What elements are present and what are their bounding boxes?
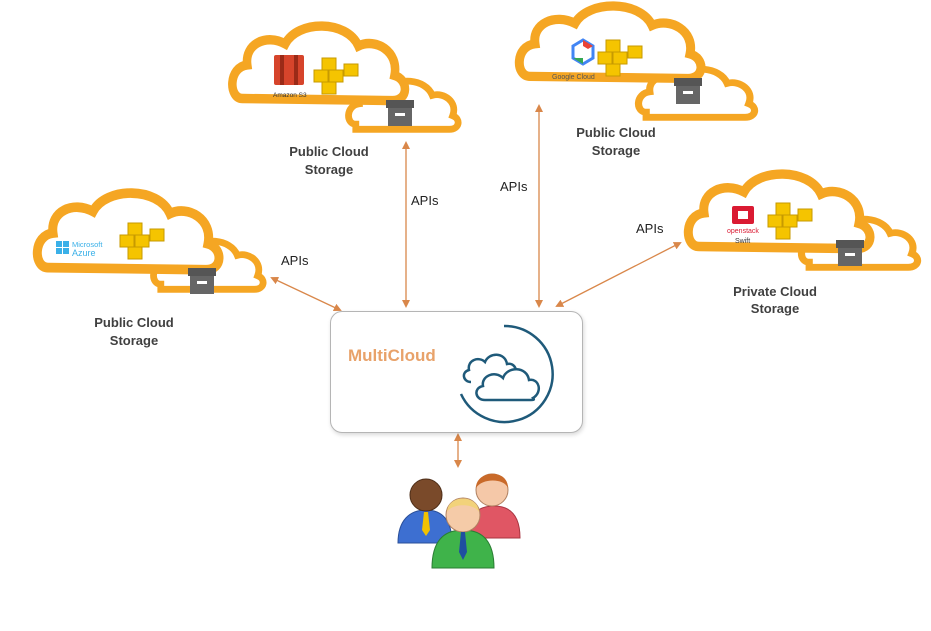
users-group-icon bbox=[397, 473, 521, 569]
label-s3: Public Cloud Storage bbox=[269, 143, 389, 179]
s3-logo-icon bbox=[274, 55, 304, 85]
hub-title: MultiCloud bbox=[348, 346, 436, 365]
label-openstack-line2: Storage bbox=[750, 301, 800, 316]
storage-box-icon bbox=[188, 268, 216, 294]
api-label-google: APIs bbox=[500, 179, 528, 194]
storage-box-icon bbox=[386, 100, 414, 126]
api-label-s3: APIs bbox=[411, 193, 439, 208]
storage-box-icon bbox=[674, 78, 702, 104]
openstack-brand-line1: openstack bbox=[727, 228, 759, 235]
openstack-logo-icon bbox=[732, 206, 754, 224]
multicloud-logo-icon bbox=[459, 324, 554, 424]
label-azure-line2: Storage bbox=[109, 333, 159, 348]
label-azure-line1: Public Cloud bbox=[94, 315, 174, 330]
openstack-brand-line2: Swift bbox=[735, 238, 750, 245]
label-openstack-line1: Private Cloud bbox=[733, 284, 817, 299]
s3-brand: Amazon S3 bbox=[273, 92, 307, 99]
api-label-openstack: APIs bbox=[636, 221, 664, 236]
multicloud-hub: MultiCloud bbox=[330, 311, 583, 433]
storage-box-icon bbox=[836, 240, 864, 266]
label-s3-line2: Storage bbox=[304, 162, 354, 177]
label-google: Public Cloud Storage bbox=[556, 124, 676, 160]
cloud-openstack: openstack Swift bbox=[688, 174, 917, 267]
label-azure: Public Cloud Storage bbox=[74, 314, 194, 350]
azure-brand-line2: Azure bbox=[72, 248, 96, 258]
api-label-azure: APIs bbox=[281, 253, 309, 268]
cloud-s3: Amazon S3 bbox=[232, 26, 458, 129]
label-s3-line1: Public Cloud bbox=[289, 144, 369, 159]
cloud-azure: Microsoft Azure bbox=[37, 193, 263, 294]
label-google-line2: Storage bbox=[591, 143, 641, 158]
azure-logo-icon bbox=[56, 241, 69, 254]
label-openstack: Private Cloud Storage bbox=[715, 283, 835, 317]
arrow-openstack bbox=[555, 242, 682, 307]
cloud-google: Google Cloud bbox=[519, 6, 754, 117]
azure-brand-line1: Microsoft bbox=[72, 240, 103, 249]
arrow-azure bbox=[270, 276, 342, 312]
label-google-line1: Public Cloud bbox=[576, 125, 656, 140]
google-brand: Google Cloud bbox=[552, 74, 595, 81]
google-cloud-logo-icon bbox=[571, 38, 595, 66]
